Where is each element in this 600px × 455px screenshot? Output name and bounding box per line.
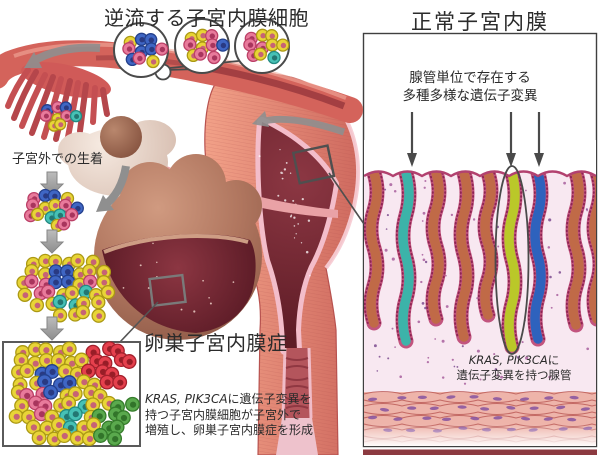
- cell-cluster-drop: [39, 100, 83, 132]
- cell-cluster-proliferating: [16, 253, 116, 323]
- retrograde-flow-arrow: [252, 111, 346, 136]
- cyst-rim: [103, 234, 249, 254]
- cell-cluster-lesion: [8, 341, 140, 447]
- cell-cluster-inset-2: [183, 28, 230, 65]
- cell-cluster-engrafted: [23, 188, 84, 233]
- bottom-strip: [363, 449, 597, 455]
- connector-line-endometrium-panel: [328, 172, 365, 225]
- chocolate-cyst-interior: [102, 234, 256, 333]
- cervical-ridges: [285, 357, 309, 409]
- retrograde-cell-insets: [113, 18, 290, 81]
- ovary-dome: [100, 116, 142, 158]
- cyst-specks: [122, 242, 235, 313]
- canal-lining-left: [281, 347, 287, 419]
- mutated-gland-ellipse: [494, 165, 530, 355]
- connector-line-cyst-box: [119, 301, 159, 343]
- pointer-arrow-1: [407, 112, 417, 167]
- muscle-fade: [364, 424, 596, 446]
- stroma-dots: [373, 179, 590, 385]
- sample-square-cyst: [148, 273, 187, 308]
- canal-lining-right: [307, 347, 313, 419]
- normal-endometrium-panel: [362, 32, 598, 448]
- down-arrow-2: [39, 229, 65, 254]
- cervical-canal: [283, 348, 311, 418]
- down-arrow-3: [39, 316, 65, 341]
- vaginal-canal: [276, 418, 318, 455]
- tissue-surface-mask: [364, 140, 596, 176]
- endometrioma: [94, 154, 262, 343]
- fimbrial-flow-arrow: [24, 43, 101, 68]
- cell-cluster-inset-1: [122, 32, 169, 69]
- endometrial-glands: [364, 165, 596, 355]
- sample-square-endometrium: [291, 144, 336, 185]
- tissue-surface-line: [364, 170, 596, 178]
- tube-body: [0, 40, 363, 123]
- ovarian-ligament: [146, 158, 338, 218]
- engraftment-curved-arrow: [96, 165, 130, 212]
- cell-cluster-inset-3: [243, 28, 290, 65]
- uterus-outer-lining: [324, 108, 360, 270]
- pointer-arrow-3: [534, 112, 544, 167]
- pointer-arrow-2: [506, 112, 516, 167]
